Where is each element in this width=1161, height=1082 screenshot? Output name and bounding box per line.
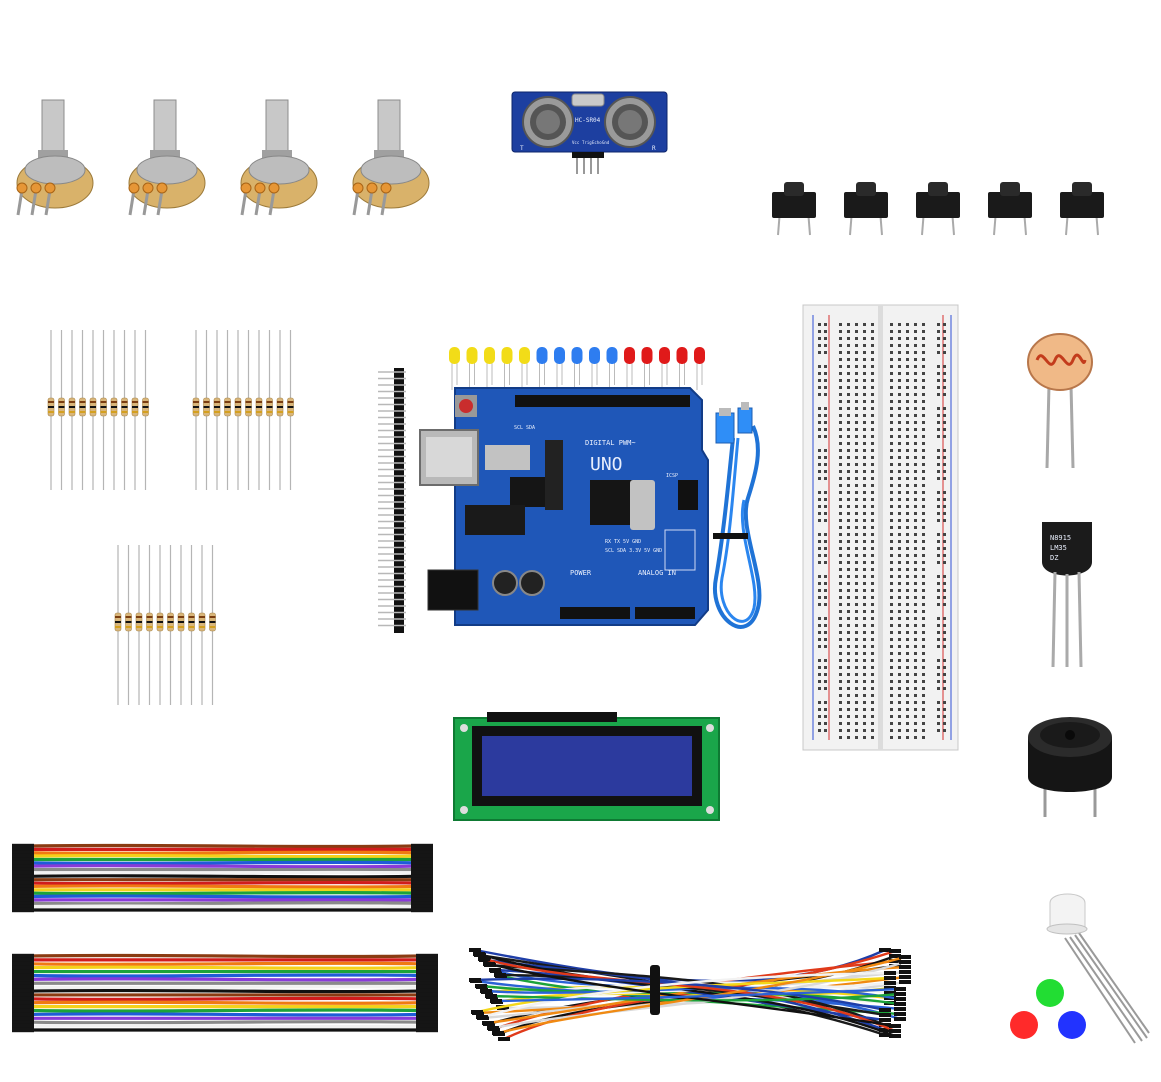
resistor [68, 330, 76, 490]
lm35-label-1: N8915 [1050, 534, 1071, 542]
resistor [100, 330, 107, 490]
piezo-buzzer [1025, 712, 1115, 822]
resistor [245, 330, 252, 490]
resistor [188, 545, 195, 705]
led [641, 347, 653, 390]
lcd-display-16x2 [452, 712, 722, 822]
board-analog-label: ANALOG IN [638, 569, 676, 577]
board-sda-label: SCL SDA [514, 425, 535, 431]
ultrasonic-sensor: HC-SR04 T R Vcc Trig Echo Gnd [510, 88, 670, 183]
ultrasonic-t-label: T [520, 145, 524, 152]
resistor [234, 330, 242, 490]
resistor-bundle [190, 330, 305, 490]
resistor [89, 330, 97, 490]
push-button [844, 182, 888, 236]
breadboard [802, 304, 959, 751]
resistor [203, 330, 210, 490]
board-brand-label: UNO [590, 454, 623, 475]
resistor [198, 545, 206, 705]
resistor [156, 545, 164, 705]
board-icsp-label: ICSP [666, 473, 678, 479]
resistor [114, 545, 122, 705]
led [694, 347, 705, 390]
ultrasonic-pin-trig: Trig [582, 140, 592, 145]
resistor [192, 330, 200, 490]
resistor [209, 545, 216, 705]
push-button [988, 182, 1032, 236]
resistor [255, 330, 263, 490]
led [519, 347, 530, 390]
ultrasonic-pin-vcc: Vcc [572, 140, 580, 145]
jumper-wire-bundle [465, 935, 915, 1045]
potentiometer [240, 99, 318, 216]
lm35-temperature-sensor: N8915 LM35 DZ [1040, 522, 1095, 672]
resistor [121, 330, 128, 490]
lm35-label-3: DZ [1050, 554, 1058, 562]
resistor [125, 545, 132, 705]
resistor [276, 330, 284, 490]
resistor [266, 330, 273, 490]
potentiometer [16, 99, 94, 216]
led [589, 347, 600, 390]
dupont-cable-bundle [10, 838, 435, 918]
resistor-bundle [45, 330, 160, 490]
resistor [287, 330, 294, 490]
resistor-bundle [112, 545, 227, 705]
push-button [1060, 182, 1104, 236]
led [571, 347, 583, 390]
potentiometer [352, 99, 430, 216]
resistor [110, 330, 118, 490]
resistor [79, 330, 86, 490]
ultrasonic-pin-echo: Echo [592, 140, 602, 145]
board-header-label: DIGITAL PWM~ [585, 439, 636, 447]
usb-cable [708, 402, 788, 648]
led [536, 347, 548, 390]
photoresistor [1025, 330, 1095, 470]
resistor [213, 330, 221, 490]
ultrasonic-model-label: HC-SR04 [575, 117, 601, 124]
dupont-cable-bundle [10, 948, 440, 1038]
resistor [58, 330, 65, 490]
arduino-uno-board: UNO DIGITAL PWM~ POWER ANALOG IN RX TX 5… [419, 385, 710, 630]
board-pins-label-2: SCL SDA 3.3V 5V GND [605, 548, 662, 554]
led [624, 347, 635, 390]
potentiometer-group [0, 95, 440, 225]
led [484, 347, 495, 390]
resistor [146, 545, 153, 705]
ultrasonic-pin-gnd: Gnd [602, 140, 610, 145]
led [676, 347, 688, 390]
resistor [47, 330, 55, 490]
led [449, 347, 460, 390]
push-button [916, 182, 960, 236]
resistor [167, 545, 174, 705]
resistor [135, 545, 143, 705]
lm35-label-2: LM35 [1050, 544, 1067, 552]
led-row [448, 345, 718, 395]
board-pins-label: RX TX 5V GND [605, 539, 641, 545]
push-button [772, 182, 816, 236]
led [501, 347, 513, 390]
potentiometer [128, 99, 206, 216]
pin-header-strip [376, 368, 406, 633]
resistor [142, 330, 149, 490]
board-power-label: POWER [570, 569, 592, 577]
resistor [224, 330, 231, 490]
ultrasonic-r-label: R [652, 145, 656, 152]
led [606, 347, 618, 390]
resistor [177, 545, 185, 705]
resistor [131, 330, 139, 490]
push-button-group [770, 180, 1120, 240]
led [466, 347, 478, 390]
led [554, 347, 565, 390]
led [659, 347, 670, 390]
rgb-led [1005, 893, 1150, 1048]
